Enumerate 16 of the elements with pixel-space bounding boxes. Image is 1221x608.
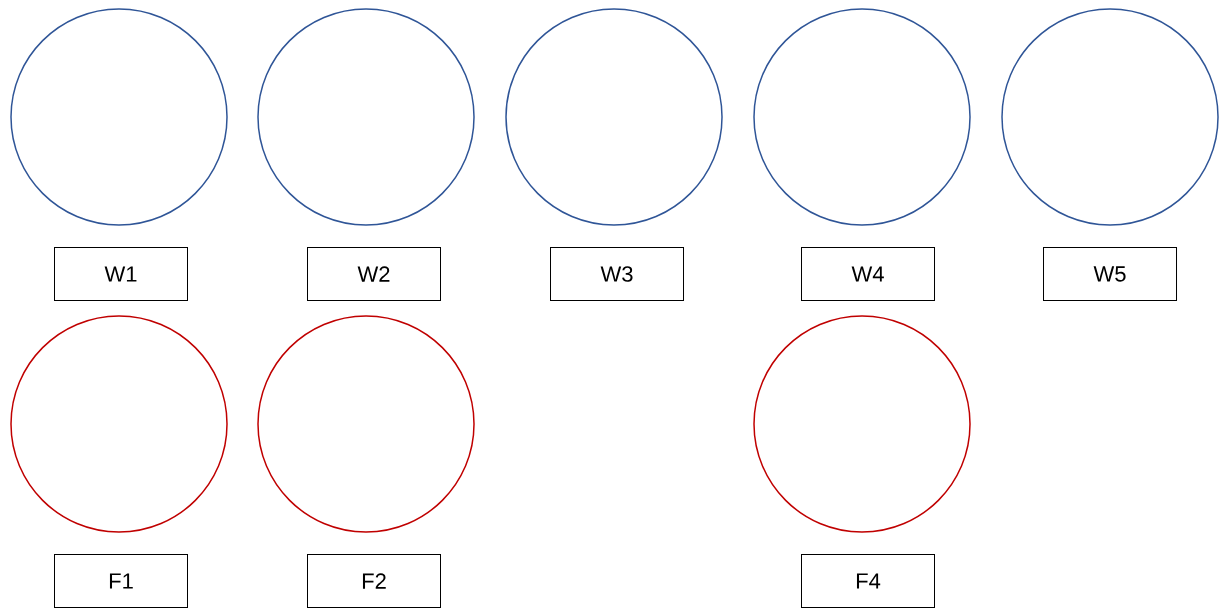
label-box: W1 [54, 247, 188, 301]
circle [505, 8, 723, 226]
circle [753, 315, 971, 533]
circle [10, 315, 228, 533]
circle [10, 8, 228, 226]
label-box: F4 [801, 554, 935, 608]
label-box: F2 [307, 554, 441, 608]
label-box: F1 [54, 554, 188, 608]
label-box: W3 [550, 247, 684, 301]
label-box: W2 [307, 247, 441, 301]
label-box: W5 [1043, 247, 1177, 301]
circle [1001, 8, 1219, 226]
circle [753, 8, 971, 226]
circle [257, 315, 475, 533]
label-box: W4 [801, 247, 935, 301]
circle [257, 8, 475, 226]
